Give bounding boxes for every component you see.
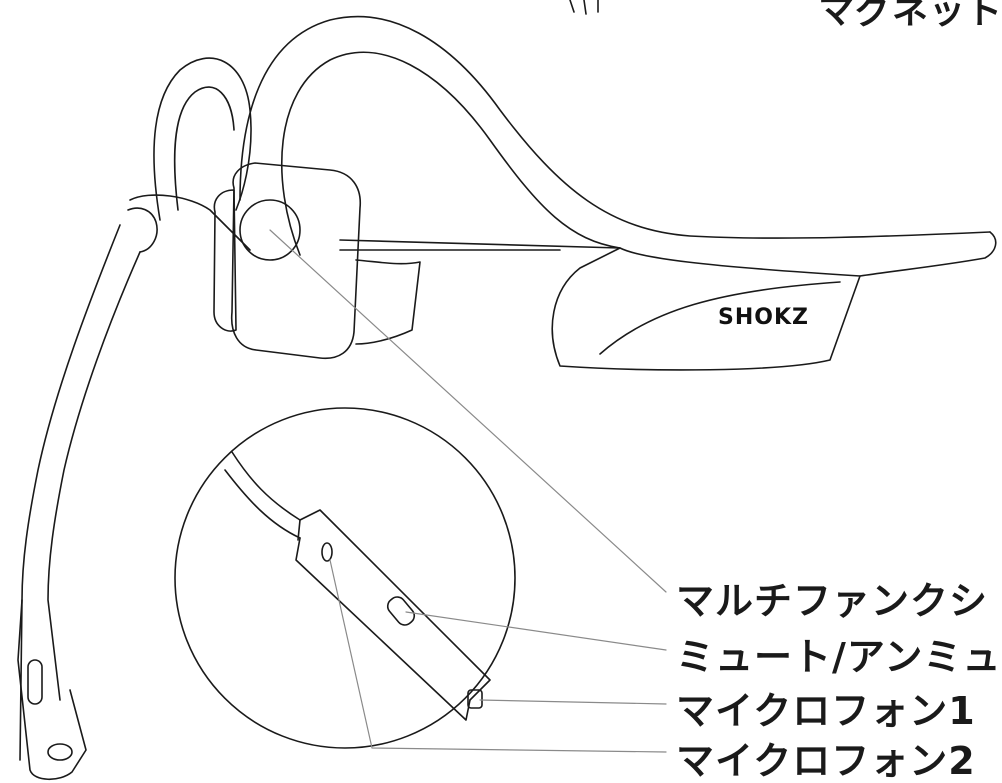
label-microphone-2: マイクロフォン2	[676, 739, 976, 783]
left-transducer	[213, 162, 421, 360]
label-mute-unmute: ミュート/アンミュ	[676, 635, 1002, 679]
leader-lines	[269, 229, 667, 753]
mute-button-icon	[386, 596, 416, 626]
multifunction-button-icon	[239, 199, 301, 261]
leader-mute	[405, 611, 667, 651]
label-magnetic-charging-port: マグネット	[818, 0, 1002, 32]
leader-mic1	[479, 699, 667, 705]
top-edge-marks	[569, 0, 599, 15]
leader-multifunction	[269, 229, 667, 593]
microphone-2-hole	[321, 542, 333, 562]
zoom-detail	[174, 407, 516, 749]
brand-logo: SHOKZ	[718, 305, 809, 330]
label-multifunction-button: マルチファンクシ	[676, 579, 989, 623]
microphone-1-port	[467, 689, 483, 709]
leader-mic2	[329, 559, 667, 753]
right-transducer-body	[551, 247, 861, 371]
neckband	[239, 15, 997, 277]
boom-arm	[17, 207, 158, 781]
left-earhook	[129, 57, 252, 251]
label-microphone-1: マイクロフォン1	[676, 689, 976, 733]
